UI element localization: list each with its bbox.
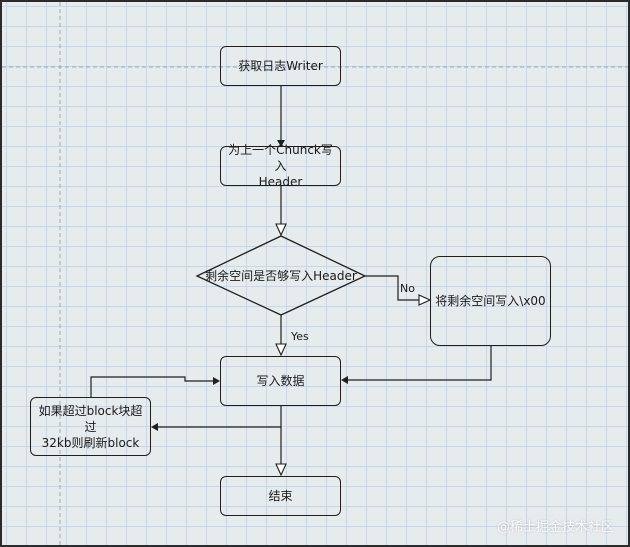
arrowhead-filled	[341, 376, 348, 384]
arrowhead-open	[275, 463, 287, 477]
node-write-data[interactable]: 写入数据	[220, 356, 341, 406]
node-end-label: 结束	[268, 489, 293, 503]
node-write-x00[interactable]: 将剩余空间写入\x00	[430, 256, 551, 346]
arrowhead-filled	[151, 423, 158, 431]
arrowhead-filled	[277, 140, 285, 147]
edge-label-yes: Yes	[291, 330, 309, 343]
node-get-writer[interactable]: 获取日志Writer	[220, 46, 341, 86]
edge-label-no: No	[400, 282, 415, 295]
arrowhead-open	[418, 294, 432, 306]
node-write-header[interactable]: 为上一个Chunck写入 Header	[220, 143, 341, 189]
edge-data-to-block	[158, 406, 282, 428]
decision-label: 剩余空间是否够写入Header	[205, 269, 357, 283]
node-new-block[interactable]: 如果超过block块超过 32kb则刷新block	[30, 397, 151, 456]
edge-block-to-data	[90, 376, 213, 397]
watermark-text: @稀土掘金技术社区	[496, 520, 614, 535]
arrowhead-filled	[213, 377, 220, 385]
arrowhead-open	[275, 343, 287, 357]
node-get-writer-label: 获取日志Writer	[238, 59, 323, 73]
node-write-header-label: 为上一个Chunck写入 Header	[228, 143, 333, 189]
edge-decision-no	[365, 275, 419, 301]
arrowhead-open	[275, 223, 287, 237]
edge-x00-to-data	[348, 346, 492, 381]
node-write-x00-label: 将剩余空间写入\x00	[435, 294, 546, 308]
node-end[interactable]: 结束	[220, 476, 341, 516]
node-write-data-label: 写入数据	[256, 374, 305, 388]
node-new-block-label: 如果超过block块超过 32kb则刷新block	[38, 403, 143, 450]
